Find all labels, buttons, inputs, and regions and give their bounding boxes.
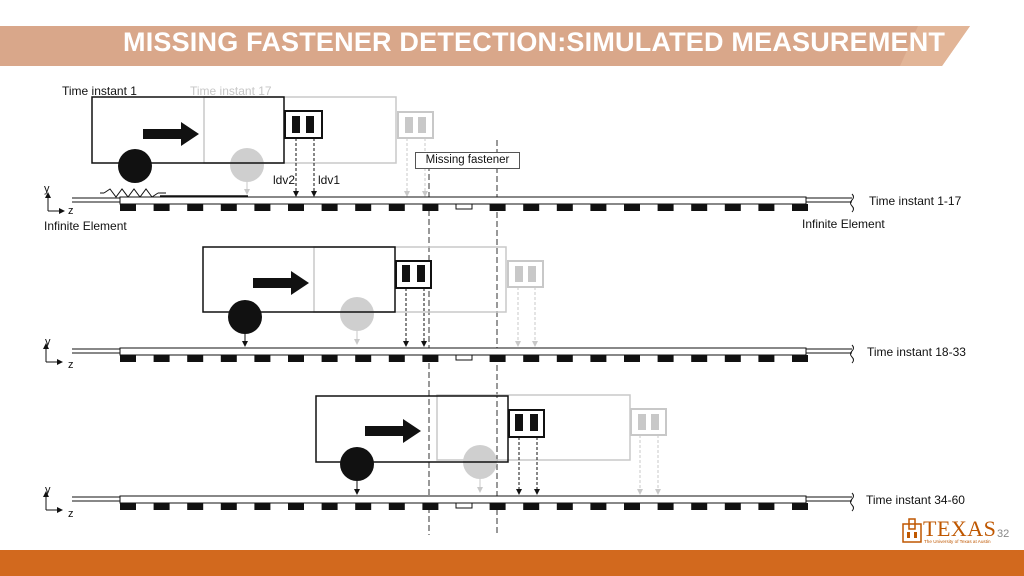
axis-row-3 bbox=[43, 491, 63, 513]
axis-z-label-1: z bbox=[68, 205, 74, 217]
row-2 bbox=[202, 246, 544, 347]
fastener bbox=[388, 204, 405, 211]
missing-fastener bbox=[455, 203, 473, 210]
ut-texas-logo: TEXAS The University of Texas at Austin bbox=[900, 516, 1000, 550]
fastener bbox=[523, 355, 540, 362]
fasteners-row-1 bbox=[120, 203, 808, 211]
label-ldv1: ldv1 bbox=[318, 173, 341, 187]
fastener bbox=[153, 503, 170, 510]
fastener bbox=[758, 204, 775, 211]
fastener bbox=[388, 355, 405, 362]
fastener bbox=[489, 503, 506, 510]
fastener bbox=[657, 355, 674, 362]
fastener bbox=[422, 355, 439, 362]
fastener bbox=[153, 355, 170, 362]
fastener bbox=[792, 355, 808, 362]
fastener bbox=[254, 204, 271, 211]
fastener bbox=[724, 355, 741, 362]
tower-icon bbox=[902, 518, 922, 543]
row-1 bbox=[91, 96, 434, 198]
fastener bbox=[120, 503, 136, 510]
fastener bbox=[624, 355, 640, 362]
fastener bbox=[220, 204, 237, 211]
axis-y-label-3: y bbox=[45, 484, 51, 496]
missing-fastener-callout: Missing fastener bbox=[415, 152, 520, 169]
fastener bbox=[288, 355, 304, 362]
fastener bbox=[792, 204, 808, 211]
fastener bbox=[691, 355, 708, 362]
fastener bbox=[187, 503, 204, 510]
fastener bbox=[187, 355, 204, 362]
fastener bbox=[120, 355, 136, 362]
bottom-bar bbox=[0, 550, 1024, 576]
fastener bbox=[422, 503, 439, 510]
fastener bbox=[288, 503, 304, 510]
fastener bbox=[624, 503, 640, 510]
fastener bbox=[657, 204, 674, 211]
fastener bbox=[556, 355, 573, 362]
label-ldv2: ldv2 bbox=[273, 173, 296, 187]
fastener bbox=[321, 355, 338, 362]
missing-fastener bbox=[455, 502, 473, 509]
axis-z-label-2: z bbox=[68, 359, 74, 371]
fastener bbox=[691, 204, 708, 211]
logo-wordmark: TEXAS bbox=[923, 516, 997, 541]
label-time-instant-1-17: Time instant 1-17 bbox=[869, 194, 962, 208]
fastener bbox=[691, 503, 708, 510]
fastener bbox=[657, 503, 674, 510]
row-3 bbox=[315, 394, 667, 495]
slide-title: MISSING FASTENER DETECTION:SIMULATED MEA… bbox=[123, 27, 946, 57]
axis-row-1 bbox=[45, 192, 65, 214]
fastener bbox=[792, 503, 808, 510]
fastener bbox=[590, 355, 607, 362]
fastener bbox=[724, 204, 741, 211]
fastener bbox=[422, 204, 439, 211]
label-time-instant-34-60: Time instant 34-60 bbox=[866, 493, 965, 507]
fastener bbox=[321, 503, 338, 510]
fastener bbox=[556, 503, 573, 510]
fastener bbox=[220, 503, 237, 510]
logo-subtitle: The University of Texas at Austin bbox=[924, 539, 991, 544]
fastener bbox=[321, 204, 338, 211]
fasteners-row-3 bbox=[120, 502, 808, 510]
label-infinite-element-left: Infinite Element bbox=[44, 219, 127, 233]
fastener bbox=[355, 204, 372, 211]
fastener bbox=[187, 204, 204, 211]
fastener bbox=[724, 503, 741, 510]
fastener bbox=[523, 503, 540, 510]
label-infinite-element-right: Infinite Element bbox=[802, 217, 885, 231]
label-time-instant-17: Time instant 17 bbox=[190, 84, 272, 98]
fastener bbox=[489, 204, 506, 211]
axis-row-2 bbox=[43, 343, 63, 365]
axis-z-label-3: z bbox=[68, 508, 74, 520]
fastener bbox=[120, 204, 136, 211]
fastener bbox=[220, 355, 237, 362]
fastener bbox=[758, 355, 775, 362]
fastener bbox=[624, 204, 640, 211]
fastener bbox=[254, 503, 271, 510]
axis-y-label-1: y bbox=[44, 183, 50, 195]
fastener bbox=[388, 503, 405, 510]
fastener bbox=[489, 355, 506, 362]
label-time-instant-1: Time instant 1 bbox=[62, 84, 137, 98]
fastener bbox=[590, 503, 607, 510]
label-time-instant-18-33: Time instant 18-33 bbox=[867, 345, 966, 359]
fastener bbox=[523, 204, 540, 211]
fastener bbox=[153, 204, 170, 211]
fastener bbox=[556, 204, 573, 211]
fastener bbox=[254, 355, 271, 362]
fastener bbox=[288, 204, 304, 211]
page-number: 32 bbox=[997, 528, 1010, 540]
fastener bbox=[355, 503, 372, 510]
fastener bbox=[758, 503, 775, 510]
axis-y-label-2: y bbox=[45, 336, 51, 348]
fasteners-row-2 bbox=[120, 354, 808, 362]
missing-fastener bbox=[455, 354, 473, 361]
fastener bbox=[355, 355, 372, 362]
title-band bbox=[0, 26, 970, 66]
fastener bbox=[590, 204, 607, 211]
